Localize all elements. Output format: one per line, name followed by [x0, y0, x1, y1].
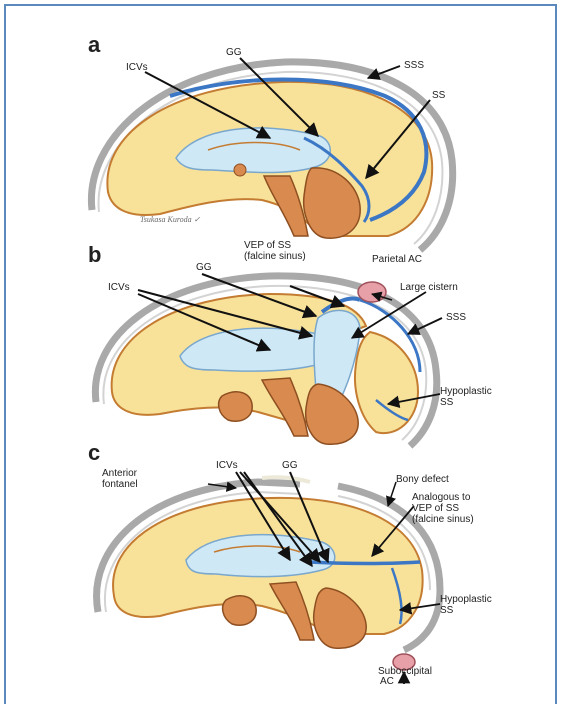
anatomy-diagram: a ICVs GG SSS SS Tsukasa Kuroda ✓ b: [0, 0, 563, 684]
panel-c: c Anterior fontanel ICVs GG Bony defect …: [88, 440, 492, 684]
panel-letter-a: a: [88, 32, 101, 57]
label-b-ivs: ICVs: [108, 282, 130, 293]
label-b-parietal: Parietal AC: [372, 254, 422, 265]
parietal-ac: [358, 282, 386, 302]
label-c-sub2: AC: [380, 676, 394, 684]
label-c-ana2: VEP of SS: [412, 503, 459, 514]
label-c-ant1: Anterior: [102, 468, 138, 479]
label-a-gg: GG: [226, 47, 242, 58]
label-b-gg: GG: [196, 262, 212, 273]
panel-a: a ICVs GG SSS SS Tsukasa Kuroda ✓: [88, 32, 453, 250]
label-c-hypo2: SS: [440, 605, 454, 616]
label-a-sss: SSS: [404, 60, 424, 71]
label-c-gg: GG: [282, 460, 298, 471]
artist-signature: Tsukasa Kuroda ✓: [140, 215, 201, 224]
label-c-ant2: fontanel: [102, 479, 138, 490]
label-c-ivs: ICVs: [216, 460, 238, 471]
label-a-ivs: ICVs: [126, 62, 148, 73]
label-b-vep2: (falcine sinus): [244, 251, 306, 262]
label-a-ss: SS: [432, 90, 446, 101]
label-c-ana1: Analogous to: [412, 492, 471, 503]
panel-letter-c: c: [88, 440, 100, 465]
panel-b: b VEP of SS (falcine sinus) Parietal AC …: [88, 240, 492, 446]
label-b-hypo2: SS: [440, 397, 454, 408]
label-c-bony: Bony defect: [396, 474, 449, 485]
label-c-ana3: (falcine sinus): [412, 514, 474, 525]
panel-letter-b: b: [88, 242, 101, 267]
label-b-cistern: Large cistern: [400, 282, 458, 293]
label-b-sss: SSS: [446, 312, 466, 323]
label-b-hypo1: Hypoplastic: [440, 386, 492, 397]
label-c-hypo1: Hypoplastic: [440, 594, 492, 605]
label-b-vep1: VEP of SS: [244, 240, 291, 251]
